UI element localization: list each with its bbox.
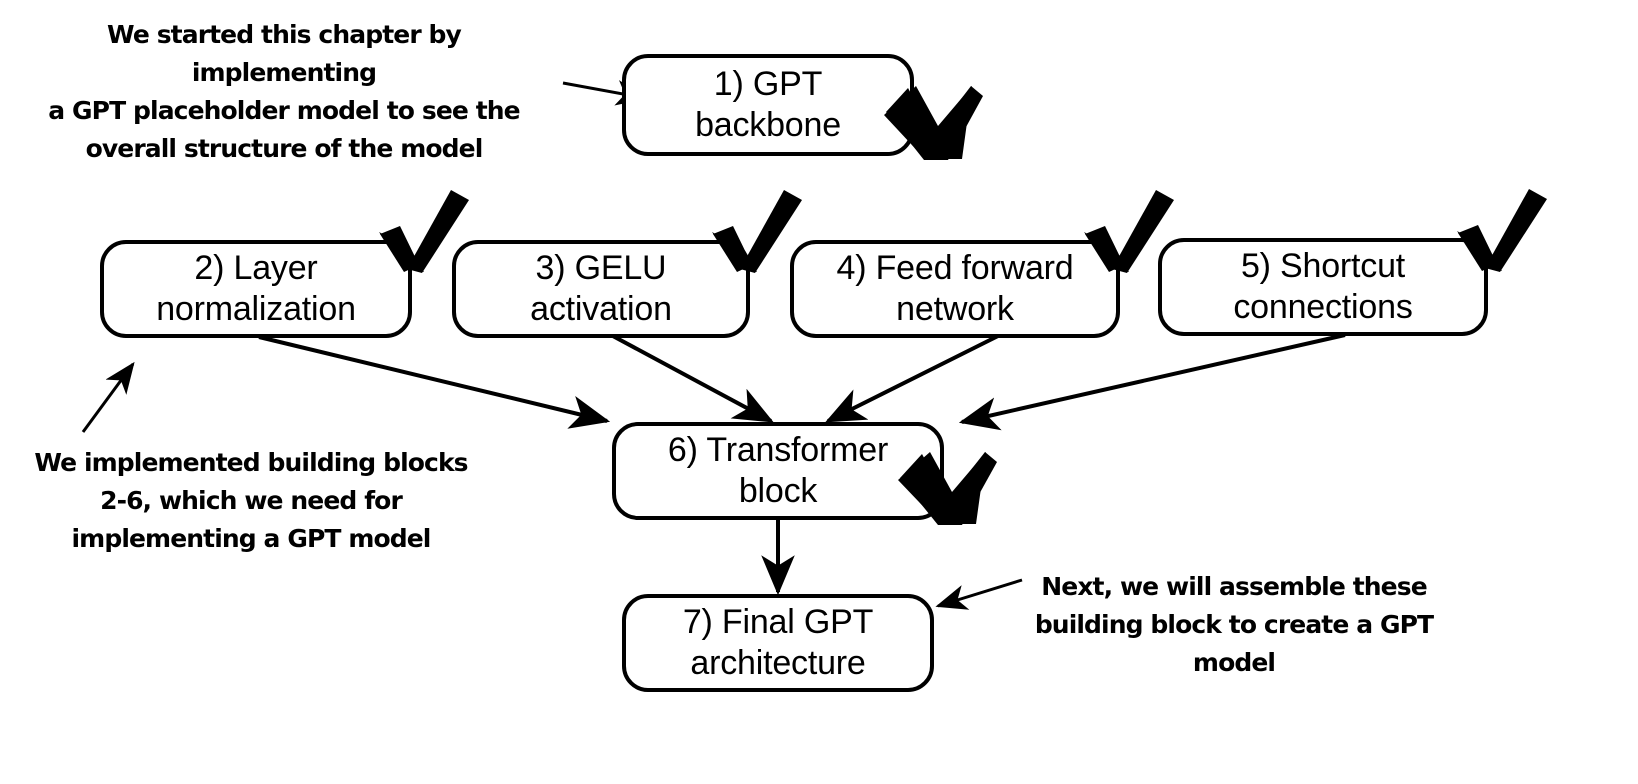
node-gpt-backbone-line2: backbone xyxy=(695,106,841,144)
arrow-gelu-activation-to-transformer-block xyxy=(610,333,774,423)
node-layer-normalization-line2: normalization xyxy=(156,290,356,328)
annotation-bottom-left: We implemented building blocks 2-6, whic… xyxy=(34,448,468,553)
check-icon-feed-forward xyxy=(1084,190,1174,273)
node-gpt-backbone[interactable]: 1) GPT backbone xyxy=(622,54,914,156)
node-transformer-block-line2: block xyxy=(738,472,818,510)
node-gelu-activation-line1: 3) GELU xyxy=(535,248,667,287)
node-transformer-block[interactable]: 6) Transformer block xyxy=(612,422,944,520)
check-icon-shortcut-connections xyxy=(1457,189,1547,272)
node-layer-normalization-line1: 2) Layer xyxy=(194,248,318,287)
node-feed-forward[interactable]: 4) Feed forward network xyxy=(790,240,1120,338)
arrow-note-to-final-gpt xyxy=(935,578,1023,610)
node-gpt-backbone-line1: 1) GPT xyxy=(713,64,823,103)
node-transformer-block-line1: 6) Transformer xyxy=(667,430,889,469)
arrow-shortcut-connections-to-transformer-block xyxy=(958,333,1346,431)
node-shortcut-connections-line1: 5) Shortcut xyxy=(1240,246,1406,285)
node-final-gpt[interactable]: 7) Final GPT architecture xyxy=(622,594,934,692)
node-shortcut-connections[interactable]: 5) Shortcut connections xyxy=(1158,238,1488,336)
node-feed-forward-line1: 4) Feed forward xyxy=(836,248,1074,287)
node-final-gpt-line1: 7) Final GPT xyxy=(682,602,874,641)
node-final-gpt-line2: architecture xyxy=(690,644,866,682)
arrow-layer-normalization-to-transformer-block xyxy=(258,335,611,429)
annotation-top-left: We started this chapter by implementing … xyxy=(48,20,520,163)
check-icon-transformer-block xyxy=(898,452,997,525)
check-icon-layer-normalization xyxy=(379,190,469,273)
node-shortcut-connections-line2: connections xyxy=(1233,288,1413,326)
annotation-bottom-right: Next, we will assemble these building bl… xyxy=(1034,572,1434,677)
node-gelu-activation[interactable]: 3) GELU activation xyxy=(452,240,750,338)
node-gelu-activation-line2: activation xyxy=(530,290,672,328)
arrow-feed-forward-to-transformer-block xyxy=(825,333,1001,423)
node-feed-forward-line2: network xyxy=(896,290,1014,328)
arrow-note-to-layer-normalization xyxy=(81,361,135,433)
check-icon-gelu-activation xyxy=(712,190,802,273)
check-icon-gpt-backbone xyxy=(884,86,983,160)
node-layer-normalization[interactable]: 2) Layer normalization xyxy=(100,240,412,338)
